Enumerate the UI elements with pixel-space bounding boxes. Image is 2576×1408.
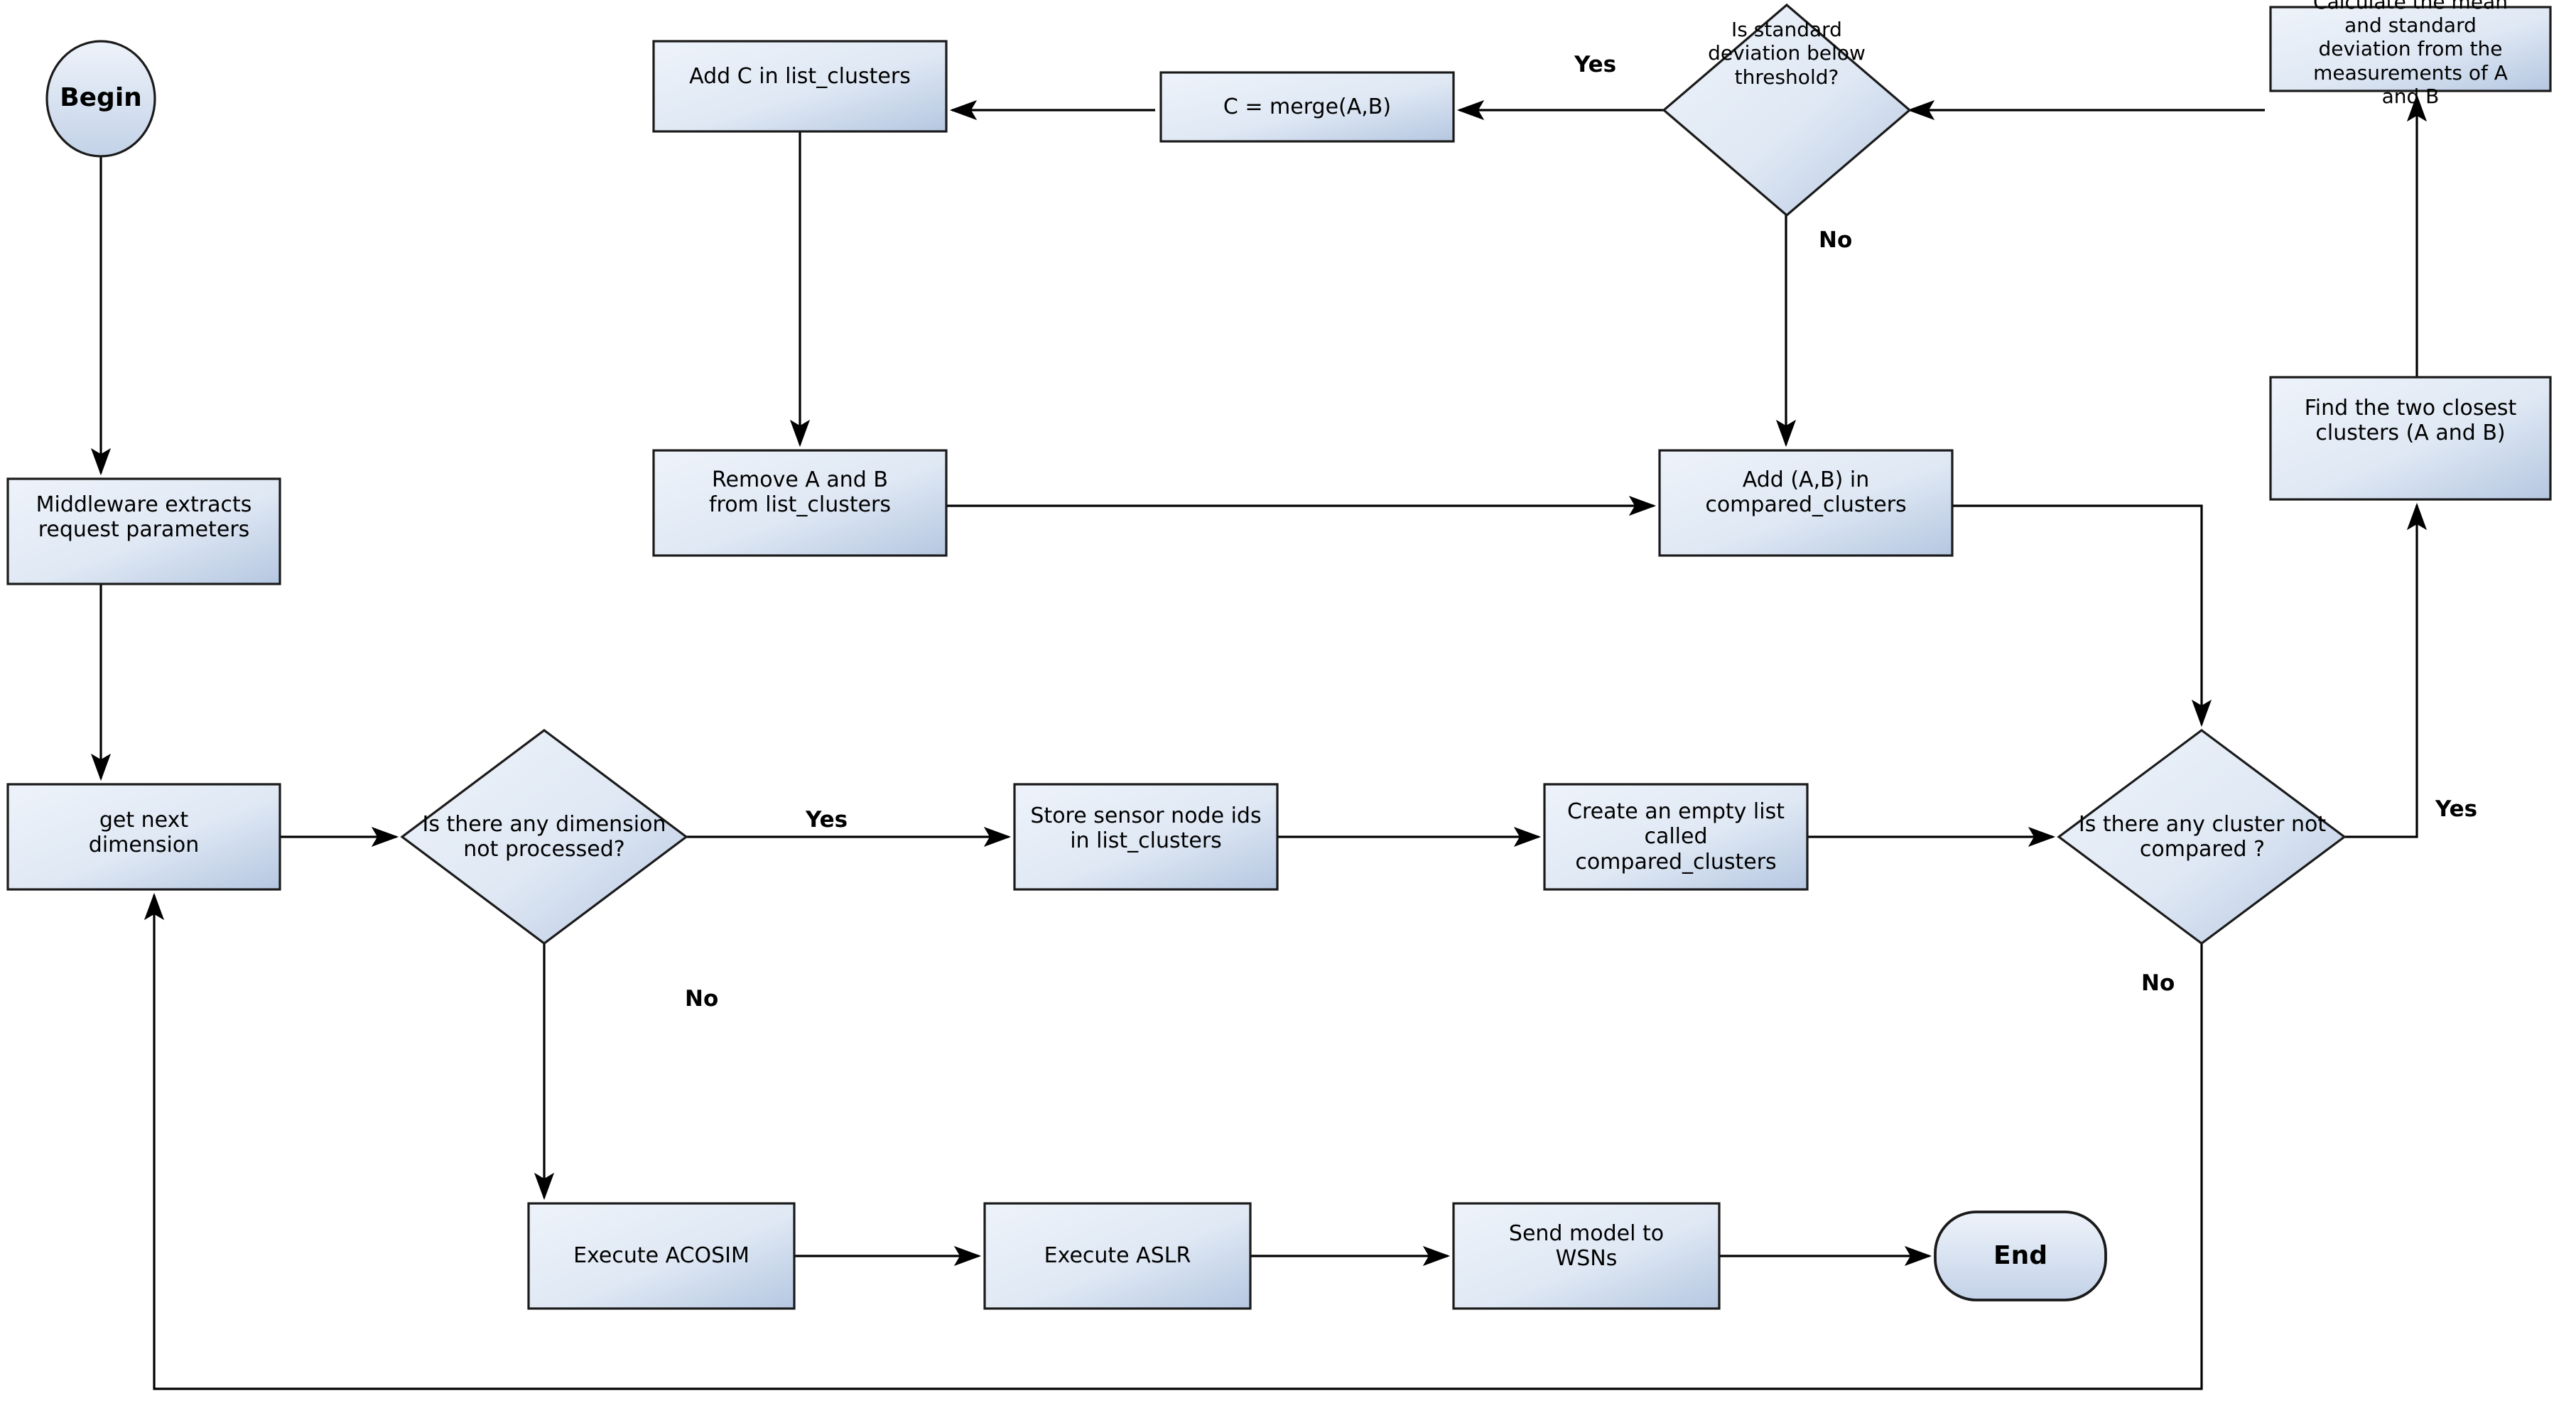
- node-calc-mean-shape: [2269, 6, 2552, 92]
- node-end-shape: [1934, 1211, 2107, 1301]
- node-std-decision-shape: [1662, 3, 1912, 217]
- node-find-closest-shape: [2269, 376, 2552, 501]
- edge-label-no-dimension: No: [685, 986, 719, 1012]
- node-get-next-dim-shape: [6, 783, 281, 891]
- node-middleware-shape: [6, 477, 281, 585]
- node-remove-ab-shape: [652, 449, 948, 557]
- edge-label-no-threshold: No: [1819, 227, 1853, 253]
- edge-clusterdec-yes-to-findclose: [2344, 502, 2428, 838]
- node-add-ab-shape: [1658, 449, 1954, 557]
- node-merge-shape: [1159, 71, 1455, 143]
- node-exec-acosim-shape: [527, 1202, 796, 1310]
- node-exec-aslr-shape: [983, 1202, 1252, 1310]
- node-store-ids-shape: [1013, 783, 1279, 891]
- edge-clusterdec-no-to-getnextdim: [144, 892, 2203, 1390]
- edge-label-no-cluster: No: [2141, 970, 2175, 996]
- node-send-model-shape: [1452, 1202, 1721, 1310]
- edge-label-yes-dimension: Yes: [806, 807, 848, 833]
- node-begin-shape: [45, 40, 156, 158]
- edge-addab-to-clusterdec: [1952, 504, 2212, 727]
- node-create-list-shape: [1543, 783, 1809, 891]
- node-cluster-decision-shape: [2057, 729, 2347, 945]
- edge-label-yes-cluster: Yes: [2435, 796, 2478, 822]
- node-add-c-shape: [652, 40, 948, 133]
- edge-label-yes-threshold: Yes: [1574, 52, 1617, 77]
- node-dim-decision-shape: [400, 729, 688, 945]
